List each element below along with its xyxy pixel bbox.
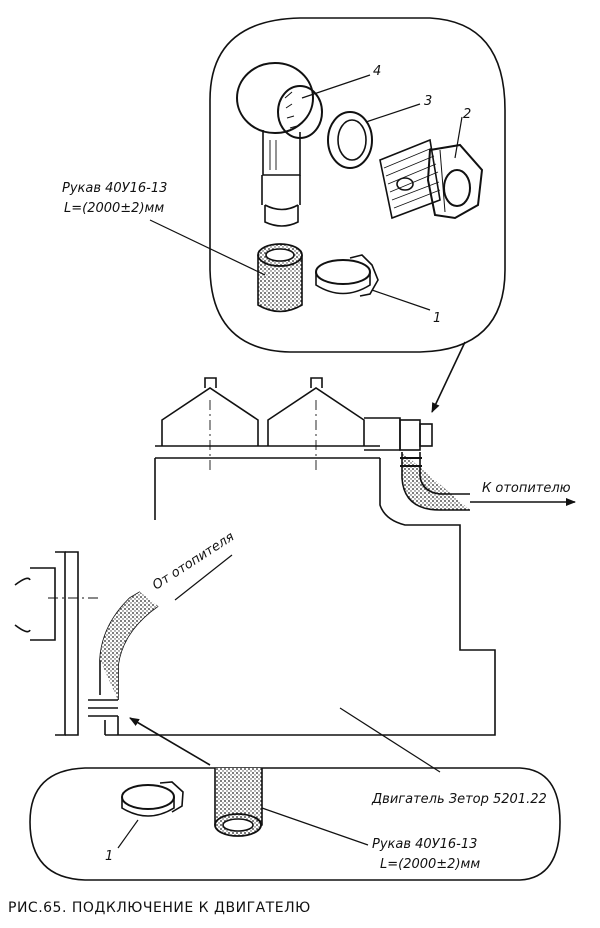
- part-number-3: 3: [424, 94, 432, 109]
- banjo-bolt-2: [379, 138, 484, 220]
- hose-clamp-bottom: [121, 781, 184, 817]
- from-heater-arrow-stub: [174, 554, 233, 601]
- engine-label: Двигатель Зетор 5201.22: [371, 792, 547, 807]
- part-number-4: 4: [373, 64, 381, 79]
- sealing-washer-3: [327, 111, 373, 169]
- hose-section-bottom: [214, 768, 263, 837]
- part-number-1-top: 1: [433, 311, 441, 326]
- figure-caption: РИС.65. ПОДКЛЮЧЕНИЕ К ДВИГАТЕЛЮ: [8, 900, 311, 916]
- hose-name-top: Рукав 40У16-13: [62, 181, 167, 196]
- to-heater-label: К отопителю: [482, 481, 571, 496]
- hose-clamp-1: [315, 254, 379, 297]
- bottom-detail-view: [29, 767, 561, 881]
- banjo-fitting-4: [236, 62, 323, 227]
- lower-pointer-arrow: [129, 717, 211, 766]
- hose-name-bottom: Рукав 40У16-13: [372, 837, 477, 852]
- part-number-1-bottom: 1: [105, 849, 113, 864]
- top-detail-view: [149, 17, 506, 353]
- part-number-2: 2: [463, 107, 471, 122]
- engine-block: [14, 377, 496, 773]
- hose-length-bottom: L=(2000±2)мм: [380, 857, 480, 872]
- hose-section-top: [257, 243, 303, 313]
- detail-pointer-arrow: [431, 341, 466, 413]
- hose-length-top: L=(2000±2)мм: [64, 201, 164, 216]
